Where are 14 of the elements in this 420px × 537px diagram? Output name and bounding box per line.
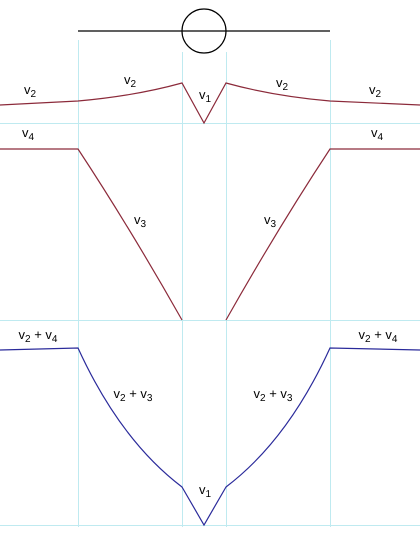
velocity-label: v$_{2}$ + v$_{3}$ bbox=[114, 386, 152, 406]
velocity-label: v$_{3}$ bbox=[264, 212, 276, 232]
velocity-label: v$_{1}$ bbox=[198, 87, 212, 107]
velocity-label: v$_{2}$ bbox=[276, 75, 288, 95]
velocity-label: v$_{4}$ bbox=[22, 125, 34, 145]
velocity-label: v$_{2}$ bbox=[124, 72, 136, 92]
velocity-label: v$_{1}$ bbox=[198, 482, 212, 502]
velocity-label: v$_{2}$ + v$_{4}$ bbox=[18, 327, 58, 347]
velocity-label: v$_{2}$ bbox=[368, 82, 382, 102]
velocity-label: v$_{4}$ bbox=[370, 125, 384, 145]
velocity-label: v$_{2}$ + v$_{3}$ bbox=[254, 386, 292, 406]
velocity-label: v$_{3}$ bbox=[134, 212, 146, 232]
velocity-label: v$_{2}$ bbox=[24, 82, 36, 102]
velocity-label: v$_{2}$ + v$_{4}$ bbox=[358, 327, 398, 347]
